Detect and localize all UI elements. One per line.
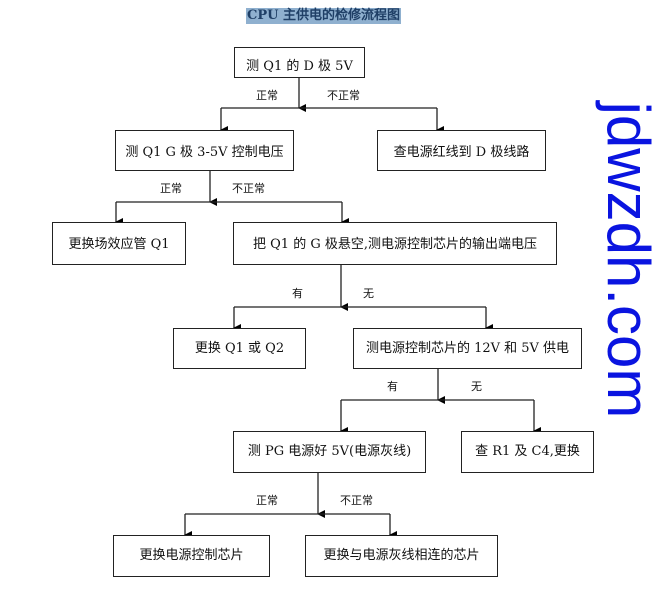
node-replace-control-chip: 更换电源控制芯片 (113, 535, 270, 577)
label-normal-3: 正常 (256, 494, 278, 507)
label-abnormal-2: 不正常 (232, 182, 265, 195)
label-abnormal-3: 不正常 (340, 494, 373, 507)
node-replace-grey-line-chip: 更换与电源灰线相连的芯片 (305, 535, 498, 577)
label-yes-1: 有 (292, 287, 303, 300)
node-measure-q1-g: 测 Q1 G 极 3-5V 控制电压 (115, 130, 294, 171)
node-replace-q1: 更换场效应管 Q1 (52, 222, 186, 265)
label-no-2: 无 (471, 380, 482, 393)
node-measure-pg: 测 PG 电源好 5V(电源灰线) (233, 431, 426, 473)
label-yes-2: 有 (387, 380, 398, 393)
node-measure-q1-d: 测 Q1 的 D 极 5V (234, 47, 365, 78)
node-check-red-line: 查电源红线到 D 极线路 (377, 130, 546, 171)
label-no-1: 无 (363, 287, 374, 300)
node-check-r1-c4: 查 R1 及 C4,更换 (461, 431, 594, 473)
label-abnormal-1: 不正常 (327, 89, 360, 102)
diagram-title: CPU 主供电的检修流程图 (246, 8, 401, 24)
label-normal-2: 正常 (160, 182, 182, 195)
node-measure-12v-5v: 测电源控制芯片的 12V 和 5V 供电 (353, 328, 582, 369)
label-normal-1: 正常 (256, 89, 278, 102)
node-float-g-measure-output: 把 Q1 的 G 极悬空,测电源控制芯片的输出端电压 (233, 222, 557, 265)
node-replace-q1-or-q2: 更换 Q1 或 Q2 (173, 328, 306, 369)
